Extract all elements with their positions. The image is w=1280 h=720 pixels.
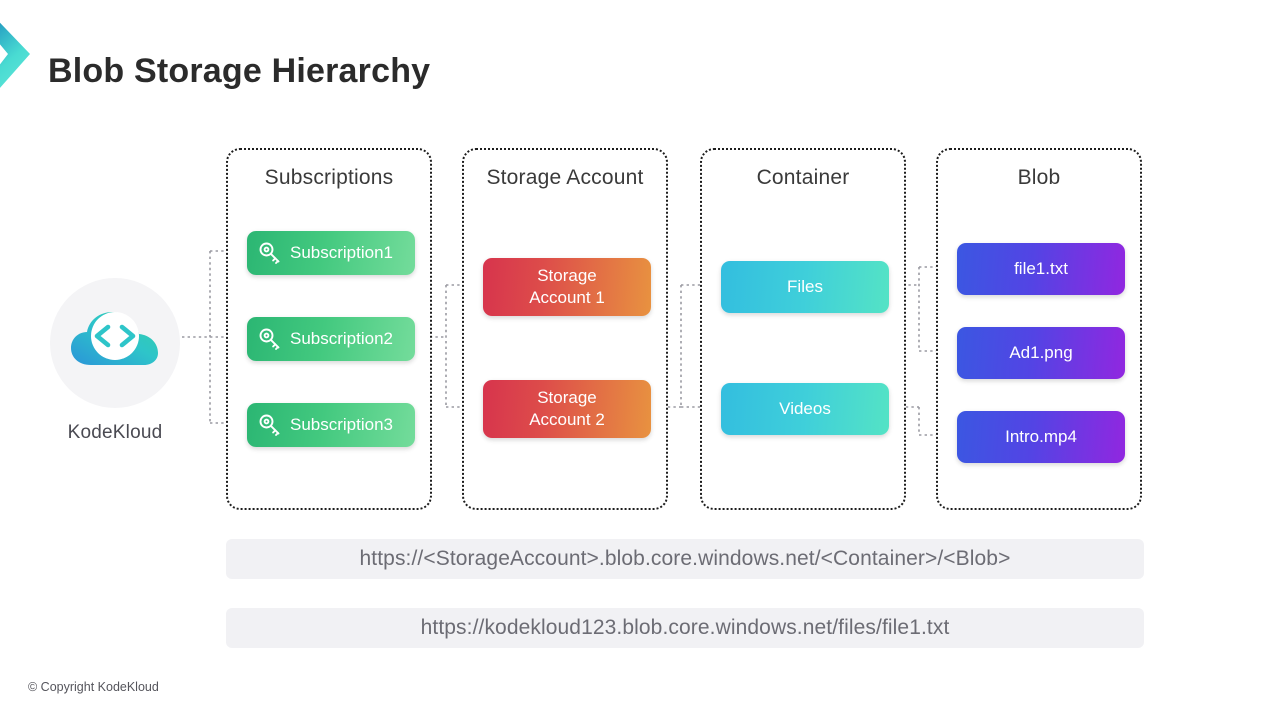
node-container-files[interactable]: Files [721,261,889,313]
kodekloud-logo-caption: KodeKloud [67,422,163,443]
node-blob-ad1[interactable]: Ad1.png [957,327,1125,379]
column-title-blob: Blob [1017,166,1061,189]
node-subscription-1[interactable]: Subscription1 [247,231,415,275]
brand-chevron-logo [0,4,32,108]
node-label: Files [787,277,823,297]
column-subscriptions: Subscriptions Subscription1 Subscription… [226,148,432,510]
node-label: Videos [779,399,831,419]
node-label: Subscription1 [290,243,394,263]
key-icon [259,328,280,350]
node-blob-file1[interactable]: file1.txt [957,243,1125,295]
node-storage-account-1[interactable]: Storage Account 1 [483,258,651,316]
column-title-storage-account: Storage Account [486,166,644,189]
chevron-right-icon [0,22,30,88]
page-title: Blob Storage Hierarchy [48,52,431,90]
node-label: Storage Account 2 [529,388,605,429]
footer-copyright: © Copyright KodeKloud [28,680,159,694]
column-title-container: Container [756,166,850,189]
kodekloud-logo-block: KodeKloud [50,278,180,444]
node-subscription-3[interactable]: Subscription3 [247,403,415,447]
logo-circle-backdrop [50,278,180,408]
node-storage-account-2[interactable]: Storage Account 2 [483,380,651,438]
column-container: Container Files Videos [700,148,906,510]
url-example-bar: https://kodekloud123.blob.core.windows.n… [226,608,1144,648]
node-container-videos[interactable]: Videos [721,383,889,435]
column-storage-account: Storage Account Storage Account 1 Storag… [462,148,668,510]
kodekloud-cloud-code-icon [71,312,158,365]
url-template-bar: https://<StorageAccount>.blob.core.windo… [226,539,1144,579]
node-label: Subscription2 [290,329,394,349]
node-label: Subscription3 [290,415,394,435]
node-subscription-2[interactable]: Subscription2 [247,317,415,361]
key-icon [259,414,280,436]
column-title-subscriptions: Subscriptions [264,166,394,189]
key-icon [259,242,280,264]
node-label: Ad1.png [1009,343,1073,363]
column-blob: Blob file1.txt Ad1.png Intro.mp4 [936,148,1142,510]
node-blob-intro[interactable]: Intro.mp4 [957,411,1125,463]
node-label: Intro.mp4 [1005,427,1077,447]
node-label: Storage Account 1 [529,266,605,307]
node-label: file1.txt [1014,259,1068,279]
